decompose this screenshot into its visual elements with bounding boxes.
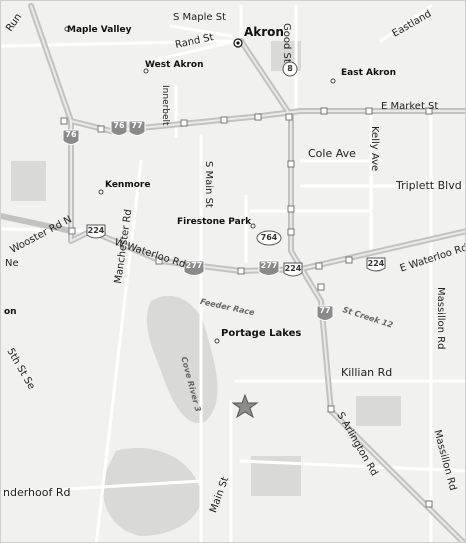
i277-shield-a-label: 277	[185, 261, 203, 270]
i277-shield-b-label: 277	[260, 261, 278, 270]
us224-shield-left-icon	[86, 224, 106, 239]
triplett-blvd-label: Triplett Blvd	[396, 179, 462, 192]
sr764-shield-icon	[256, 230, 282, 246]
interchange	[60, 117, 68, 125]
i77-shield-south-icon	[316, 305, 334, 321]
i76-shield-left-icon	[62, 129, 80, 145]
interchange	[254, 113, 262, 121]
maple-valley-dot	[64, 26, 70, 32]
i77-shield-south-label: 77	[319, 306, 331, 315]
interchange	[287, 205, 295, 213]
good-st-label: Good St	[281, 23, 292, 63]
interchange	[327, 405, 335, 413]
freeways	[1, 3, 465, 542]
i77-centerline	[240, 40, 465, 542]
interchange	[68, 227, 76, 235]
akron-label: Akron	[244, 25, 284, 39]
interchange	[425, 107, 433, 115]
i77-shield-top-icon	[128, 120, 146, 136]
maple-valley-road	[1, 39, 233, 48]
portage-lakes-dot	[214, 338, 220, 344]
sr8-shield-icon	[282, 61, 298, 77]
east-akron-label: East Akron	[341, 68, 396, 78]
interchanges	[60, 107, 433, 508]
us-route-shields	[86, 224, 386, 277]
local-roads	[1, 4, 465, 542]
west-akron-dot	[143, 68, 149, 74]
massillon-rd-upper-label: Massillon Rd	[435, 287, 446, 350]
west-akron-label: West Akron	[145, 60, 204, 70]
interchange	[317, 283, 325, 291]
ne-label: Ne	[5, 258, 19, 269]
east-park-area	[356, 396, 401, 426]
kelly-ave-label: Kelly Ave	[369, 126, 380, 172]
kenmore-dot	[98, 189, 104, 195]
akron-city-icon	[233, 38, 243, 48]
southern-park-area	[102, 447, 202, 536]
interchange	[155, 257, 163, 265]
s-maple-st-road	[169, 24, 233, 38]
e-market-st-label: E Market St	[381, 101, 439, 112]
place-dots	[64, 26, 336, 344]
us224-west-freeway	[1, 213, 74, 234]
nderhoof-rd-road	[1, 479, 203, 495]
killian-rd-label: Killian Rd	[341, 366, 393, 379]
interchange	[287, 160, 295, 168]
interchange	[285, 113, 293, 121]
portage-lakes-label: Portage Lakes	[221, 328, 302, 339]
sr764-shield-label: 764	[260, 233, 278, 242]
on-label: on	[4, 307, 17, 317]
us224-shield-right-label: 224	[367, 259, 385, 268]
interchange	[320, 107, 328, 115]
us224-shield-mid-label: 224	[284, 264, 302, 273]
interchange	[180, 119, 188, 127]
kenmore-label: Kenmore	[105, 180, 151, 190]
s-maple-st-label: S Maple St	[173, 12, 227, 23]
interchange	[425, 500, 433, 508]
us224-shield-right-icon	[366, 257, 386, 272]
i76-shield-mid-icon	[110, 120, 128, 136]
interchange	[220, 116, 228, 124]
cole-ave-label: Cole Ave	[308, 147, 356, 160]
interchange	[315, 262, 323, 270]
rand-st-road	[149, 39, 238, 63]
innerbelt-label: Innerbelt	[160, 85, 170, 126]
i77-shield-top-label: 77	[131, 121, 143, 130]
south-central-area	[251, 456, 301, 496]
us224-shield-mid-icon	[283, 262, 303, 277]
location-star-icon[interactable]	[231, 393, 259, 419]
maple-valley-label: Maple Valley	[67, 25, 132, 35]
us224-shield-left-label: 224	[87, 226, 105, 235]
i76-shield-mid-label: 76	[113, 121, 125, 130]
sr8-shield-label: 8	[287, 64, 293, 73]
interchange	[365, 107, 373, 115]
s-main-st-label: S Main St	[203, 161, 214, 208]
west-park-area	[11, 161, 46, 201]
east-akron-dot	[330, 78, 336, 84]
interchange	[237, 267, 245, 275]
i277-shield-a-icon	[183, 260, 205, 276]
lower-east-west-road	[239, 459, 465, 473]
i277-shield-b-icon	[258, 260, 280, 276]
nderhoof-rd-label: nderhoof Rd	[3, 486, 71, 499]
manchester-rd-road	[94, 159, 143, 542]
interchange	[97, 125, 105, 133]
firestone-park-label: Firestone Park	[177, 217, 252, 227]
interchange	[287, 228, 295, 236]
wooster-rd-road	[1, 227, 93, 233]
firestone-park-dot	[250, 223, 256, 229]
i76-shield-left-label: 76	[65, 130, 77, 139]
interchange	[345, 256, 353, 264]
eastland-road	[379, 4, 433, 43]
